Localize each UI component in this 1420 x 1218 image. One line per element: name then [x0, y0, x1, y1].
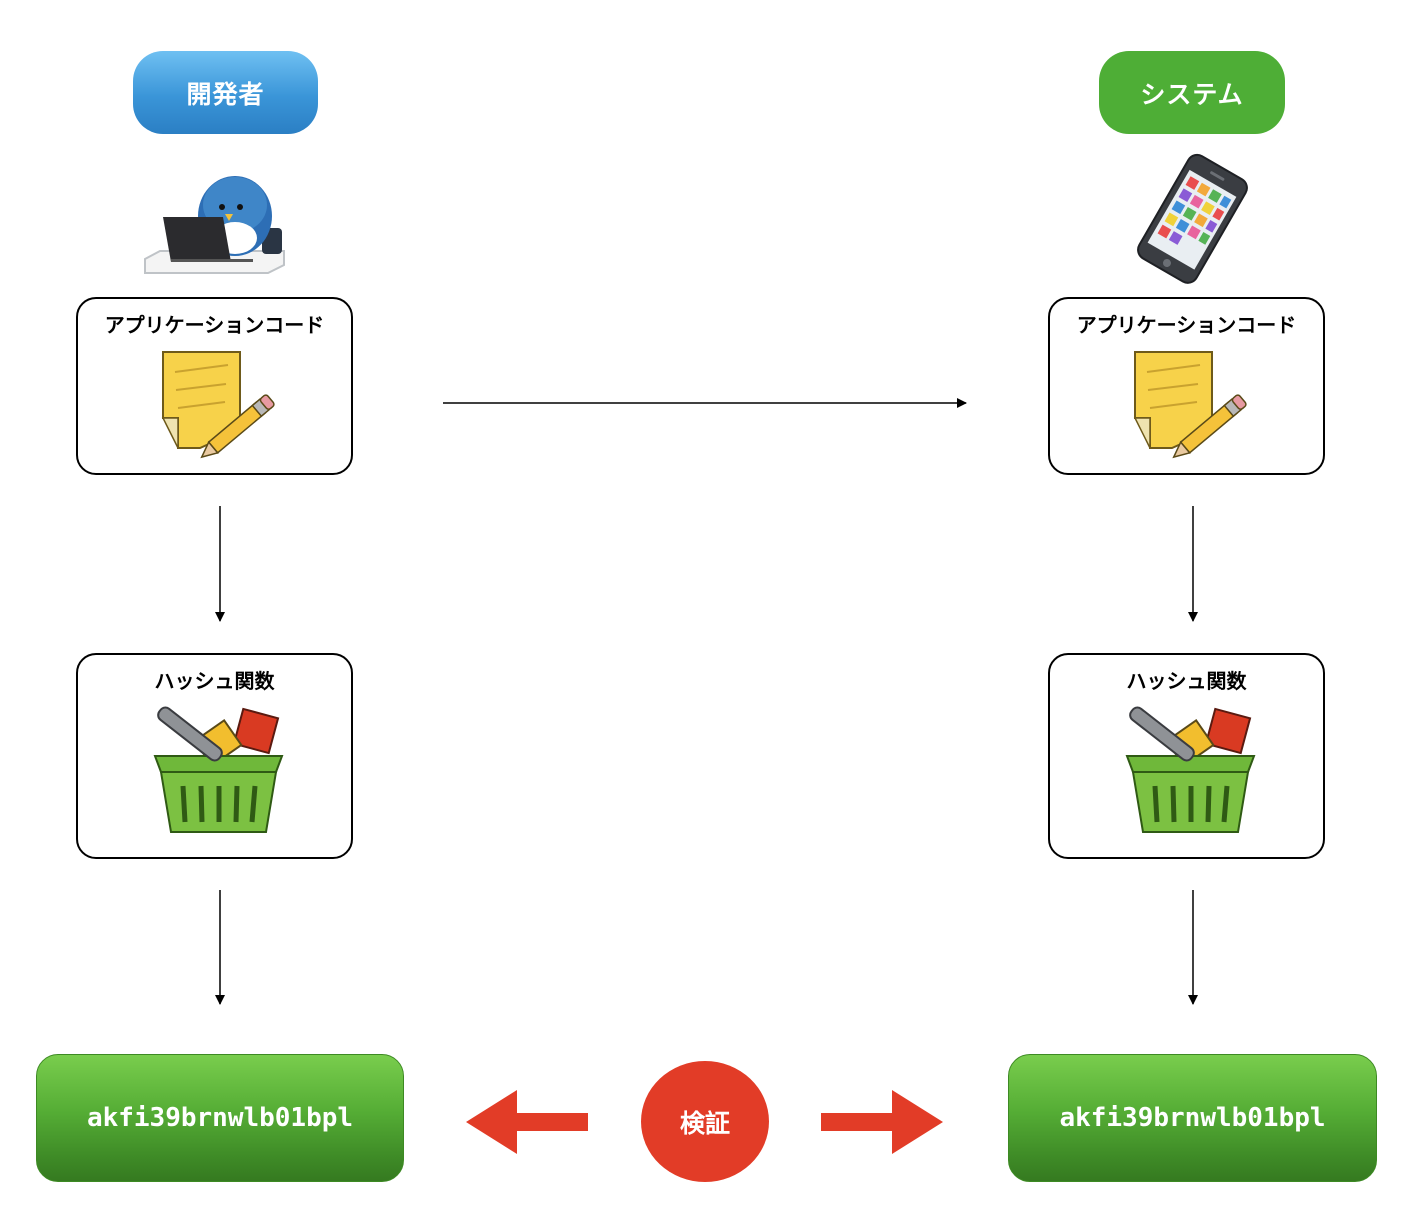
- developer-code-box-title: アプリケーションコード: [104, 313, 325, 337]
- system-hash-function-title: ハッシュ関数: [1126, 669, 1247, 693]
- basket-icon: [1125, 706, 1256, 833]
- verify-right-arrow: [821, 1090, 943, 1154]
- verify-left-arrow: [466, 1090, 588, 1154]
- developer-label: 開発者: [133, 51, 318, 134]
- system-hash-value: akfi39brnwlb01bpl: [1008, 1054, 1377, 1182]
- basket-icon: [153, 706, 284, 833]
- document-with-pencil-icon: [161, 351, 275, 459]
- developer-hash-function-title: ハッシュ関数: [154, 669, 275, 693]
- smartphone-icon: [1137, 153, 1248, 284]
- system-code-box-title: アプリケーションコード: [1076, 313, 1297, 337]
- system-label: システム: [1099, 51, 1285, 134]
- verify-badge: 検証: [641, 1061, 769, 1182]
- developer-hash-value: akfi39brnwlb01bpl: [36, 1054, 404, 1182]
- document-with-pencil-icon: [1133, 351, 1247, 459]
- penguin-at-laptop-icon: [144, 176, 285, 274]
